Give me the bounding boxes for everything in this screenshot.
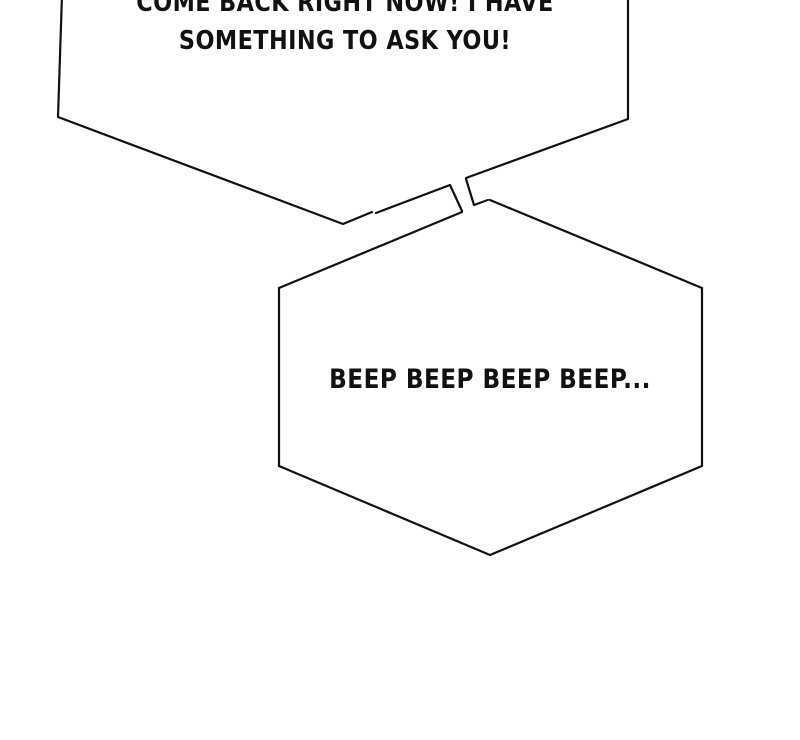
lower-speech-bubble [277, 198, 704, 557]
bubble-connector-tail [374, 177, 490, 215]
upper-bubble-line-1: COME BACK RIGHT NOW! I HAVE [136, 0, 554, 18]
upper-bubble-line-2: SOMETHING TO ASK YOU! [178, 26, 512, 56]
upper-speech-bubble [56, 0, 630, 226]
lower-bubble-text: BEEP BEEP BEEP BEEP... [329, 364, 651, 395]
upper-bubble-text: COME BACK RIGHT NOW! I HAVE SOMETHING TO… [100, 0, 590, 60]
